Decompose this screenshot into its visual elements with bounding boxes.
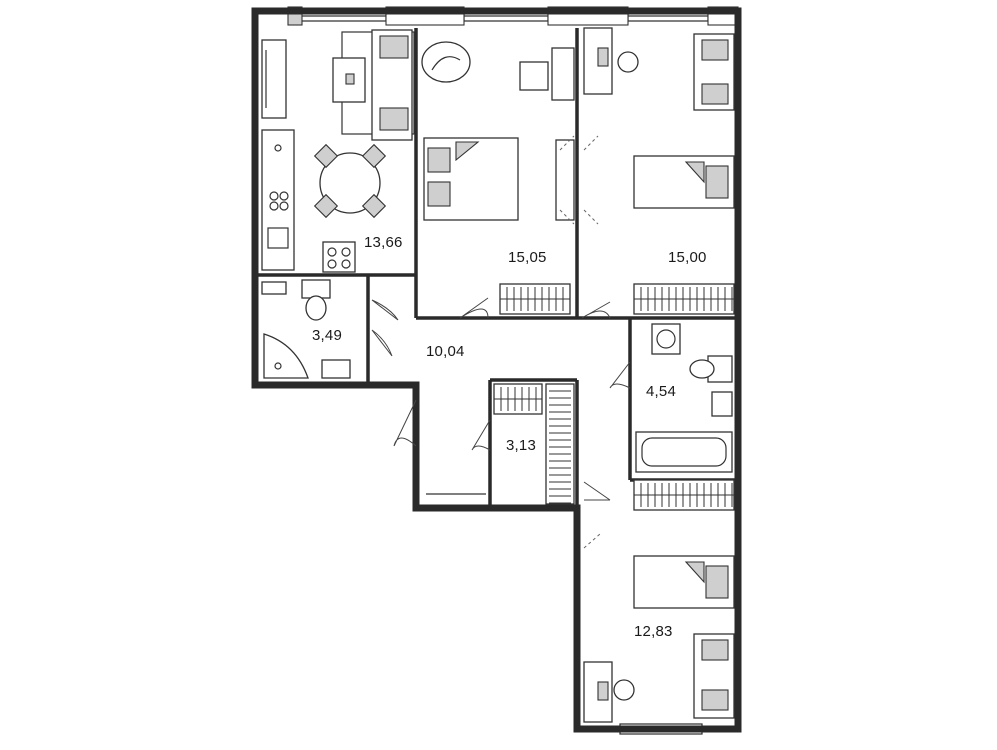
sink-icon [267,227,289,249]
area-label-bedroom-master: 15,05 [508,249,547,266]
bedroom-master-furniture [421,41,575,221]
washbasin-2 [711,391,733,417]
door-storage [471,419,491,451]
rug [421,41,471,83]
area-label-bathroom-tub: 4,54 [646,383,676,400]
door-bath-tub [609,361,631,389]
area-label-bedroom-3: 12,83 [634,623,673,640]
kitchen-living-furniture [261,29,415,273]
area-label-storage: 3,13 [506,437,536,454]
doors [371,135,631,549]
stove-icon [274,144,282,152]
bathroom-tub-furniture [635,323,733,473]
toilet [301,279,331,299]
coffee-table [332,57,366,103]
washbasin [321,359,351,379]
washing-machine [651,323,681,355]
door-master [459,297,489,319]
bedroom-2-furniture [583,27,735,209]
closet-hatches [494,287,734,507]
door-bathroom [371,329,393,357]
closet-storage [545,383,575,505]
door-kitchen [371,299,399,321]
office-chair-2 [613,679,635,701]
cooktop [322,241,356,273]
bathtub [635,431,733,473]
kitchen-counter [261,129,295,271]
area-label-hallway: 10,04 [426,343,465,360]
area-label-bathroom-shower: 3,49 [312,327,342,344]
area-labels: 13,66 15,05 15,00 3,49 10,04 4,54 3,13 1… [312,234,707,640]
door-bedroom-2 [581,301,611,319]
door-entrance [393,399,417,447]
chair-icon [313,143,339,169]
desk [519,61,549,91]
bathroom-shower-furniture [261,279,351,379]
area-label-kitchen-living: 13,66 [364,234,403,251]
shower-tray [263,333,309,379]
office-chair [617,51,639,73]
bedroom-3-furniture [583,555,735,723]
dining-table [319,152,381,214]
door-bedroom-3 [583,481,611,501]
shelf [261,281,287,295]
wardrobe [555,139,575,221]
interior-walls [255,28,738,508]
area-label-bedroom-2: 15,00 [668,249,707,266]
